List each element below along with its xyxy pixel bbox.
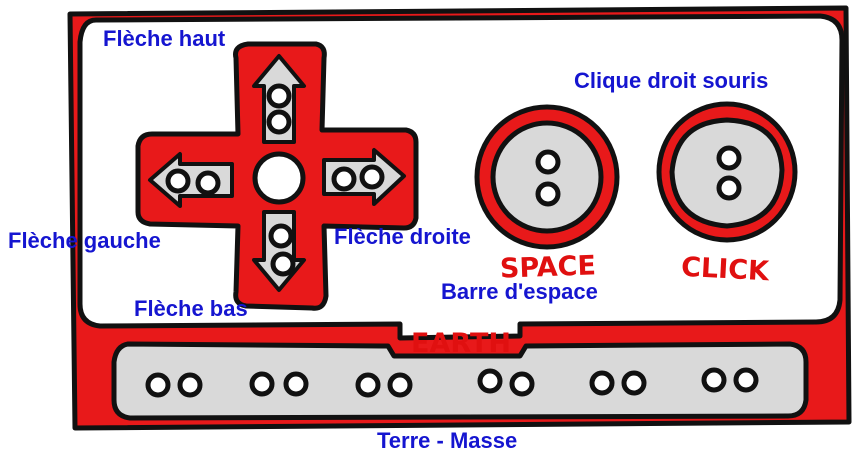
earth-holes bbox=[145, 367, 759, 398]
earth-hole-pair bbox=[701, 367, 759, 393]
arrow-right-icon bbox=[322, 148, 406, 206]
label-space-bar: Barre d'espace bbox=[441, 279, 598, 304]
label-earth: Terre - Masse bbox=[377, 428, 518, 453]
space-button-pad bbox=[474, 104, 620, 250]
label-down-arrow: Flèche bas bbox=[134, 296, 248, 321]
earth-hole-pair bbox=[355, 372, 413, 398]
click-button-pad bbox=[656, 101, 798, 243]
arrow-up-icon bbox=[252, 54, 306, 144]
space-board-text: SPACE bbox=[499, 250, 596, 284]
earth-board-text: EARTH bbox=[411, 328, 511, 359]
label-right-arrow: Flèche droite bbox=[334, 224, 471, 249]
earth-hole-pair bbox=[145, 372, 203, 398]
arrow-down-icon bbox=[252, 210, 306, 292]
earth-hole-pair bbox=[589, 370, 647, 396]
arrow-left-icon bbox=[148, 152, 234, 208]
earth-hole-pair bbox=[249, 371, 309, 397]
dpad-center-hole bbox=[252, 151, 306, 205]
click-board-text: CLICK bbox=[680, 252, 770, 288]
label-up-arrow: Flèche haut bbox=[103, 26, 226, 51]
label-click: Clique droit souris bbox=[574, 68, 769, 93]
earth-strip bbox=[111, 341, 809, 421]
label-left-arrow: Flèche gauche bbox=[8, 228, 161, 253]
earth-hole-pair bbox=[477, 368, 535, 397]
